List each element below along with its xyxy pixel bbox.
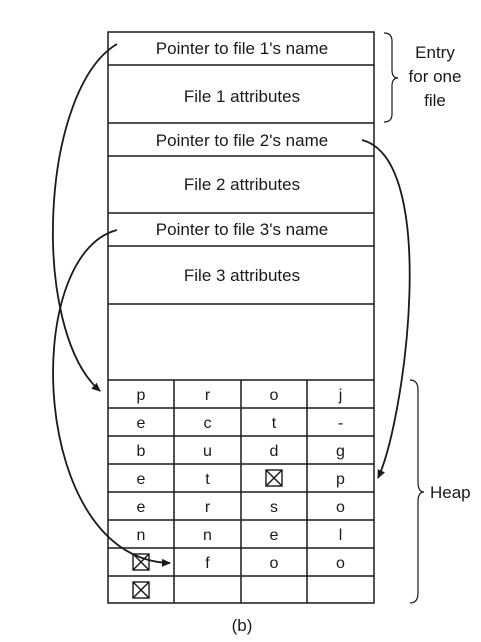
figure-caption: (b)	[232, 616, 253, 635]
heap-grid	[108, 380, 374, 603]
heap-cell-char: g	[336, 443, 345, 460]
heap-cell-char: s	[270, 499, 278, 516]
heap-cell-char: b	[137, 443, 146, 460]
entry-3-attributes: File 3 attributes	[184, 266, 300, 285]
heap-cell-char: -	[338, 415, 343, 432]
heap-cell-char: p	[336, 471, 345, 488]
heap-cell-char: t	[272, 415, 277, 432]
heap-cell-char: u	[203, 443, 212, 460]
heap-label: Heap	[430, 483, 471, 502]
pointer-arrow-file-3	[52, 229, 171, 567]
entry-separators	[108, 64, 374, 381]
heap-brace	[409, 379, 425, 604]
heap-cell-char: o	[270, 387, 279, 404]
heap-cell-terminator-icon	[132, 553, 150, 571]
heap-cell-char: e	[137, 499, 146, 516]
heap-cell-char: p	[137, 387, 146, 404]
heap-cell-char: o	[270, 555, 279, 572]
entry-1-attributes: File 1 attributes	[184, 87, 300, 106]
entry-3-pointer: Pointer to file 3's name	[156, 220, 328, 239]
entry-2-attributes: File 2 attributes	[184, 175, 300, 194]
heap-cell-char: o	[336, 499, 345, 516]
heap-cell-char: o	[336, 555, 345, 572]
heap-cell-char: l	[339, 527, 343, 544]
heap-cell-char: e	[137, 471, 146, 488]
heap-cell-char: r	[205, 387, 211, 404]
entry-label-line-2: for one	[409, 67, 462, 86]
heap-cell-char: j	[338, 387, 343, 404]
heap-cell-char: n	[203, 527, 212, 544]
heap-cell-char: f	[205, 555, 210, 572]
heap-cell-char: e	[137, 415, 146, 432]
heap-cell-terminator-icon	[265, 469, 283, 487]
heap-cell-char: r	[205, 499, 211, 516]
entry-2-pointer: Pointer to file 2's name	[156, 131, 328, 150]
heap-cell-terminator-icon	[132, 581, 150, 599]
heap-cell-char: c	[204, 415, 212, 432]
entry-brace	[383, 32, 399, 123]
heap-cell-char: d	[270, 443, 279, 460]
heap-cell-char: e	[270, 527, 279, 544]
entry-1-pointer: Pointer to file 1's name	[156, 39, 328, 58]
entry-label-line-3: file	[424, 91, 446, 110]
pointer-arrow-file-1	[52, 43, 118, 392]
heap-cell-char: t	[205, 471, 210, 488]
heap-cell-char: n	[137, 527, 146, 544]
pointer-arrow-file-2	[361, 139, 411, 479]
entry-label-line-1: Entry	[415, 43, 455, 62]
